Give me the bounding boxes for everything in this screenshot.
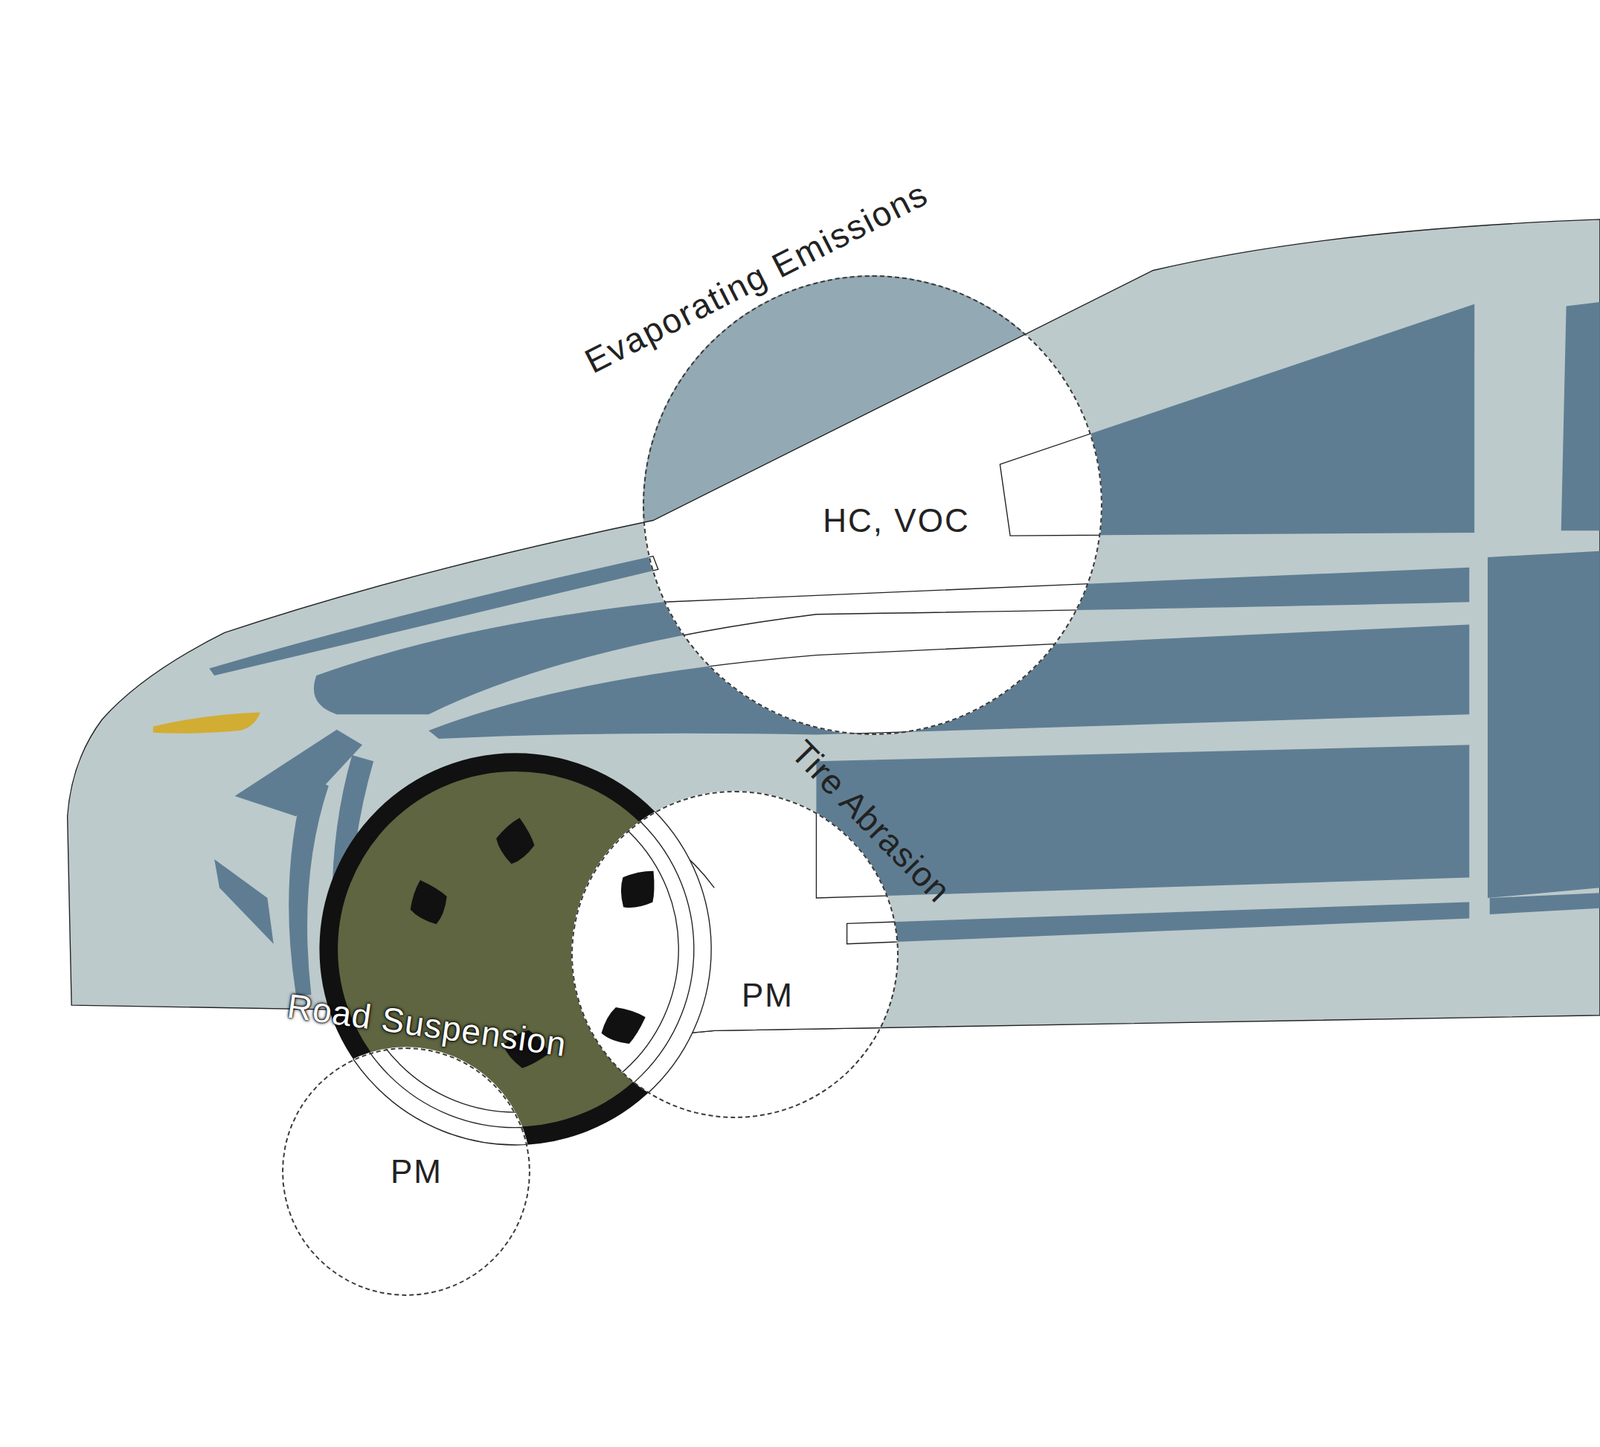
emission-circle: Road SuspensionPM (281, 1047, 531, 1296)
pollutant-label: HC, VOC (822, 502, 970, 539)
circle-heading: Evaporating Emissions (578, 174, 934, 381)
circle-heading: Tire Abrasion (784, 732, 959, 909)
headlight (153, 711, 261, 733)
lens-detail (67, 219, 1600, 1046)
emission-circle: Evaporating EmissionsHC, VOC (642, 275, 1103, 735)
lens-detail (319, 752, 712, 1145)
lens-detail (67, 219, 1600, 1145)
pollutant-label: PM (390, 1153, 443, 1190)
car-body (67, 219, 1600, 1046)
emission-circle: Tire AbrasionPM (571, 790, 899, 1118)
pollutant-label: PM (741, 977, 794, 1014)
circle-heading: Road Suspension (284, 987, 570, 1064)
